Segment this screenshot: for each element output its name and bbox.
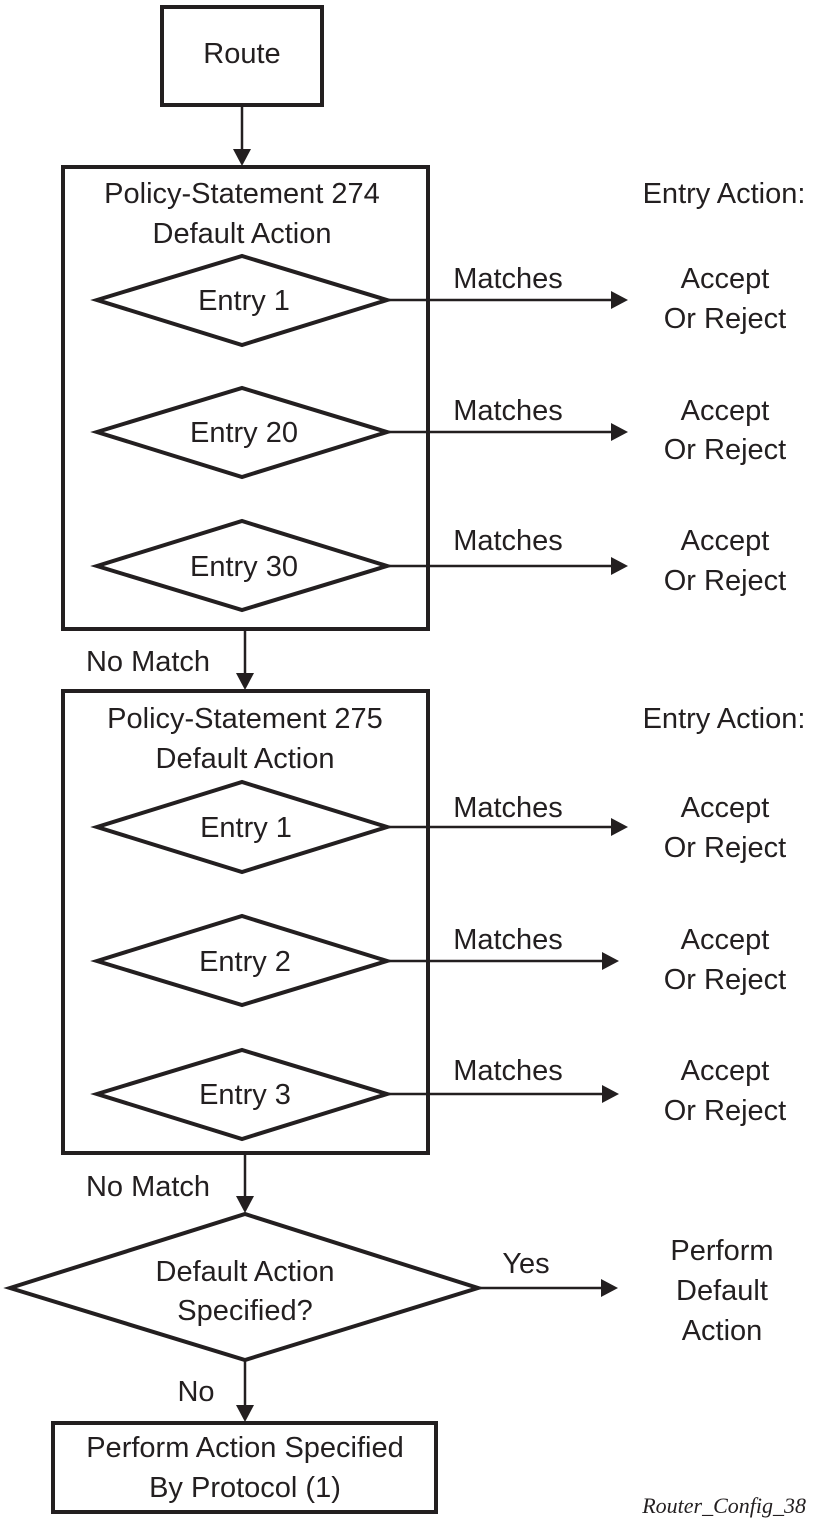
- route-box: [160, 5, 324, 107]
- policy-274-entry-1-edge-label: Matches: [453, 263, 563, 295]
- policy-274-entry-20-action-line2: Or Reject: [664, 434, 786, 466]
- route-label: Route: [203, 38, 280, 70]
- policy-274-entry-1-arrowhead: [611, 291, 628, 309]
- policy-275-entry-3-edge-label: Matches: [453, 1055, 563, 1087]
- policy-274-entry-20-action-line1: Accept: [681, 395, 770, 427]
- policy-275-subtitle: Default Action: [156, 743, 335, 775]
- policy-275-entry-3-label: Entry 3: [199, 1079, 291, 1111]
- policy-275-entry-1-action-line2: Or Reject: [664, 832, 786, 864]
- route-to-policy-274-arrowhead: [233, 149, 251, 166]
- perform-protocol-action-line2: By Protocol (1): [149, 1472, 341, 1504]
- policy-274-entry-20-arrowhead: [611, 423, 628, 441]
- policy-274-entry-30-action-line1: Accept: [681, 525, 770, 557]
- policy-274-subtitle: Default Action: [153, 218, 332, 250]
- perform-default-action-line1: Perform: [670, 1235, 773, 1267]
- policy-274-entry-1-label: Entry 1: [198, 285, 290, 317]
- decision-no-arrowhead: [236, 1405, 254, 1422]
- policy-274-entry-30-edge-label: Matches: [453, 525, 563, 557]
- policy-275-entry-1-edge-label: Matches: [453, 792, 563, 824]
- policy-275-entry-1-label: Entry 1: [200, 812, 292, 844]
- policy-274-entry-1-action-line1: Accept: [681, 263, 770, 295]
- decision-no-label: No: [177, 1376, 214, 1408]
- policy-275-entry-2-edge-label: Matches: [453, 924, 563, 956]
- policy-274-entry-1-action-line2: Or Reject: [664, 303, 786, 335]
- policy-275-entry-3-action-line1: Accept: [681, 1055, 770, 1087]
- policy-275-entry-2-arrowhead: [602, 952, 619, 970]
- perform-protocol-action-line1: Perform Action Specified: [86, 1432, 404, 1464]
- policy-274-entry-30-label: Entry 30: [190, 551, 298, 583]
- default-action-decision-line2: Specified?: [177, 1295, 312, 1327]
- policy-275-entry-1-action-line1: Accept: [681, 792, 770, 824]
- perform-protocol-action-box: [51, 1421, 438, 1514]
- decision-yes-label: Yes: [502, 1248, 549, 1280]
- policy-275-entry-1-arrowhead: [611, 818, 628, 836]
- policy-275-entry-3-action-line2: Or Reject: [664, 1095, 786, 1127]
- policy-274-no-match-label: No Match: [86, 646, 210, 678]
- policy-274-title: Policy-Statement 274: [104, 178, 380, 210]
- policy-275-entry-action-header: Entry Action:: [643, 703, 806, 735]
- policy-275-no-match-label: No Match: [86, 1171, 210, 1203]
- perform-default-action-line2: Default: [676, 1275, 768, 1307]
- policy-274-entry-20-label: Entry 20: [190, 417, 298, 449]
- policy-274-entry-20-edge-label: Matches: [453, 395, 563, 427]
- default-action-decision-line1: Default Action: [156, 1256, 335, 1288]
- perform-default-action-line3: Action: [682, 1315, 763, 1347]
- decision-yes-arrowhead: [601, 1279, 618, 1297]
- policy-274-no-match-arrowhead: [236, 673, 254, 690]
- policy-274-entry-action-header: Entry Action:: [643, 178, 806, 210]
- policy-275-no-match-arrowhead: [236, 1196, 254, 1213]
- figure-id-label: Router_Config_38: [641, 1493, 806, 1518]
- policy-275-entry-2-label: Entry 2: [199, 946, 291, 978]
- policy-275-entry-3-arrowhead: [602, 1085, 619, 1103]
- policy-274-entry-30-action-line2: Or Reject: [664, 565, 786, 597]
- policy-275-entry-2-action-line2: Or Reject: [664, 964, 786, 996]
- policy-274-entry-30-arrowhead: [611, 557, 628, 575]
- policy-275-entry-2-action-line1: Accept: [681, 924, 770, 956]
- policy-275-title: Policy-Statement 275: [107, 703, 383, 735]
